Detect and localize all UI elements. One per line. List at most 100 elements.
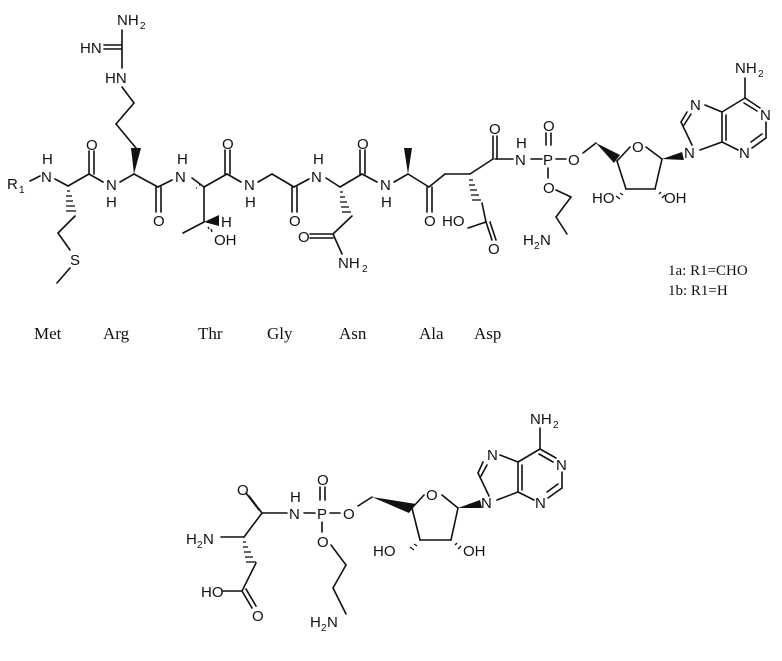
svg-text:N: N xyxy=(556,457,567,474)
arg-residue-bonds xyxy=(103,29,173,213)
residue-asn: Asn xyxy=(339,324,367,343)
ribose-1-c4-wedge xyxy=(596,143,620,163)
svg-text:N: N xyxy=(481,495,492,512)
svg-text:O: O xyxy=(298,229,310,246)
molecule-2-stereo-bonds xyxy=(243,541,462,563)
svg-text:NH: NH xyxy=(338,255,360,272)
svg-text:O: O xyxy=(543,118,555,135)
gly-residue-bonds xyxy=(257,173,310,213)
ribose-1-hash-bonds xyxy=(615,191,666,200)
svg-text:O: O xyxy=(317,534,329,551)
svg-text:N: N xyxy=(311,169,322,186)
svg-text:2: 2 xyxy=(197,540,203,551)
svg-text:O: O xyxy=(317,472,329,489)
svg-text:O: O xyxy=(222,136,234,153)
svg-text:H: H xyxy=(106,194,117,211)
svg-text:O: O xyxy=(568,152,580,169)
svg-text:O: O xyxy=(289,213,301,230)
svg-text:P: P xyxy=(317,506,327,523)
svg-text:O: O xyxy=(424,213,436,230)
svg-text:NH: NH xyxy=(117,12,139,29)
svg-text:O: O xyxy=(489,121,501,138)
svg-text:H: H xyxy=(313,151,324,168)
residue-gly: Gly xyxy=(267,324,293,343)
legend-1a: 1a: R1=CHO xyxy=(668,263,748,279)
residue-ala: Ala xyxy=(419,324,444,343)
ribose-ring-1-bonds xyxy=(616,146,663,190)
svg-text:HO: HO xyxy=(201,584,224,601)
arg-wedge xyxy=(131,148,141,174)
svg-text:O: O xyxy=(426,487,438,504)
asn-residue-bonds xyxy=(309,149,378,255)
svg-text:N: N xyxy=(41,169,52,186)
svg-text:O: O xyxy=(252,608,264,625)
svg-text:N: N xyxy=(739,145,750,162)
svg-text:H: H xyxy=(42,151,53,168)
svg-text:2: 2 xyxy=(140,21,146,32)
svg-text:H: H xyxy=(186,531,197,548)
phosphoramidate-bonds xyxy=(530,132,597,235)
ribose-1-c1-wedge xyxy=(662,152,684,160)
asn-hash-wedge xyxy=(340,191,351,213)
met-hash-wedge xyxy=(66,190,76,212)
residue-asp: Asp xyxy=(474,324,501,343)
svg-text:H: H xyxy=(516,135,527,152)
svg-text:HO: HO xyxy=(373,543,396,560)
compound-legend: 1a: R1=CHO 1b: R1=H xyxy=(668,263,748,299)
residue-met: Met xyxy=(34,324,62,343)
svg-text:N: N xyxy=(289,506,300,523)
svg-text:2: 2 xyxy=(553,420,559,431)
svg-text:HN: HN xyxy=(80,40,102,57)
residue-thr: Thr xyxy=(198,324,223,343)
svg-text:N: N xyxy=(380,177,391,194)
svg-text:S: S xyxy=(70,252,80,269)
svg-text:O: O xyxy=(357,136,369,153)
svg-text:2: 2 xyxy=(321,623,327,634)
svg-text:N: N xyxy=(540,232,551,249)
adenine-1-bonds xyxy=(680,77,767,151)
asp-residue-bonds xyxy=(444,135,514,241)
svg-text:N: N xyxy=(175,169,186,186)
svg-text:2: 2 xyxy=(534,241,540,252)
svg-text:H: H xyxy=(221,214,232,231)
svg-text:O: O xyxy=(153,213,165,230)
svg-text:HO: HO xyxy=(592,190,615,207)
molecule-1-peptide-nucleotide: R 1 N H O S N H O HN HN NH 2 N H O H OH … xyxy=(6,12,771,343)
svg-text:H: H xyxy=(523,232,534,249)
svg-text:O: O xyxy=(488,241,500,258)
svg-text:2: 2 xyxy=(758,69,764,80)
svg-text:O: O xyxy=(237,482,249,499)
svg-text:NH: NH xyxy=(530,411,552,428)
svg-text:H: H xyxy=(245,194,256,211)
ribose-2-c1-wedge xyxy=(458,500,482,508)
svg-text:O: O xyxy=(343,506,355,523)
thr-wedge xyxy=(204,215,219,226)
asp-hash-wedge xyxy=(469,179,481,201)
svg-text:NH: NH xyxy=(735,60,757,77)
svg-text:1: 1 xyxy=(19,185,25,196)
svg-text:N: N xyxy=(327,614,338,631)
r1-label: R xyxy=(7,176,18,193)
residue-arg: Arg xyxy=(103,324,130,343)
svg-text:OH: OH xyxy=(664,190,687,207)
svg-text:H: H xyxy=(381,194,392,211)
svg-text:O: O xyxy=(86,137,98,154)
svg-text:OH: OH xyxy=(463,543,486,560)
met-residue-bonds xyxy=(29,150,104,284)
svg-text:N: N xyxy=(487,447,498,464)
svg-text:H: H xyxy=(290,489,301,506)
svg-text:H: H xyxy=(310,614,321,631)
svg-text:N: N xyxy=(535,495,546,512)
residue-labels: Met Arg Thr Gly Asn Ala Asp xyxy=(34,324,501,343)
molecule-2-bonds xyxy=(220,427,563,615)
molecule-2-atom-labels: H 2 N O HO O N H P O O O H 2 N O HO OH N… xyxy=(186,411,567,634)
ala-wedge xyxy=(404,148,412,174)
svg-text:N: N xyxy=(244,177,255,194)
svg-text:HO: HO xyxy=(442,213,465,230)
svg-text:P: P xyxy=(543,152,553,169)
svg-text:N: N xyxy=(760,107,771,124)
molecule-2-aspartyl-nucleotide: H 2 N O HO O N H P O O O H 2 N O HO OH N… xyxy=(186,411,567,634)
svg-text:N: N xyxy=(515,152,526,169)
svg-text:N: N xyxy=(684,145,695,162)
